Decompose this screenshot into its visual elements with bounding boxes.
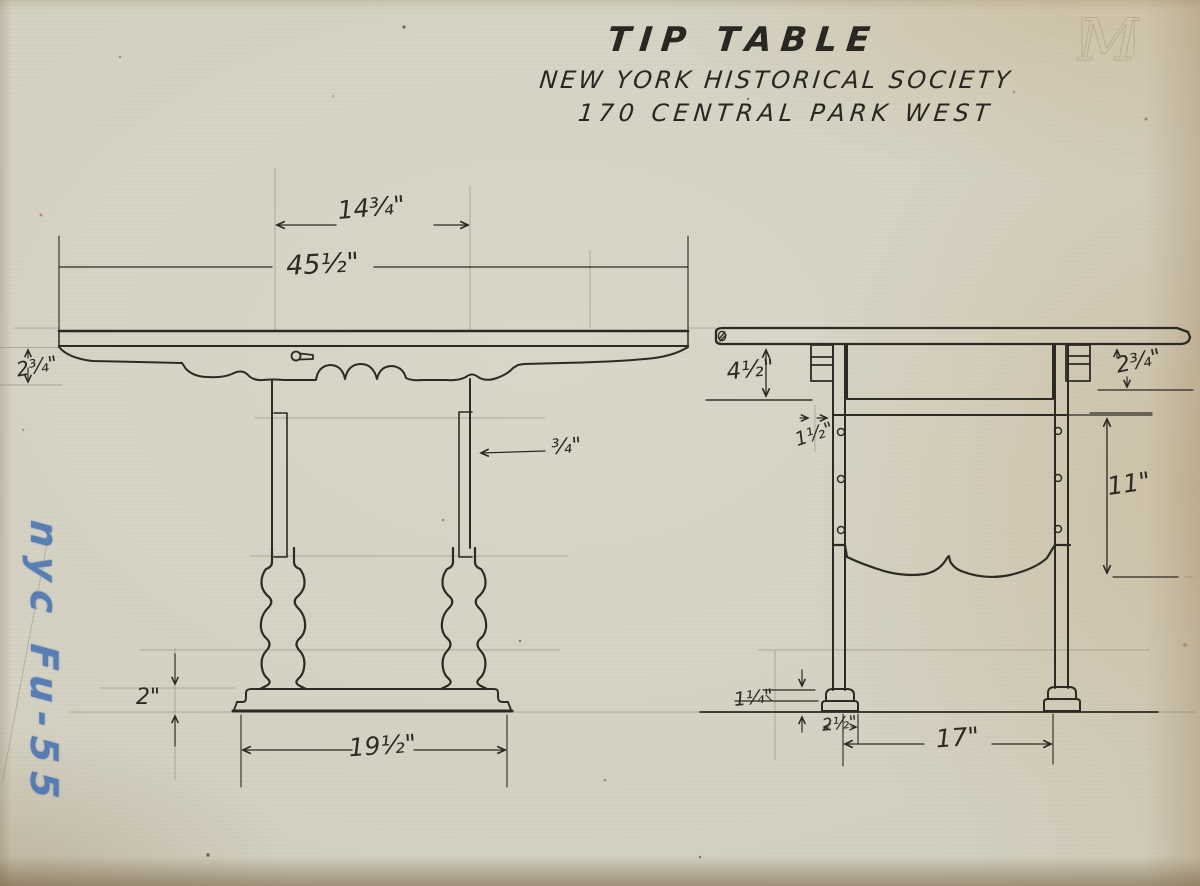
dimension-label-panel-height: 11": [1105, 466, 1152, 501]
dimension-label-leg-offset: 1½": [792, 418, 836, 451]
dimension-label-top-thickness-side: 2¾": [1114, 345, 1164, 379]
front-view: [57, 329, 690, 713]
turned-column-left: [258, 546, 308, 691]
slab-end-grain-mark: [717, 330, 727, 342]
pedestal-base-cap: [236, 688, 509, 703]
paper-specks: [21, 25, 1187, 859]
pencil-construction-lines: [0, 168, 1196, 785]
dimension-label-feet-spacing: 17": [935, 722, 980, 754]
foot-left: [821, 688, 859, 712]
dimension-label-apron-height-side: 4½": [725, 355, 775, 386]
dimension-label-base-width: 19½": [348, 729, 417, 763]
pivot-batten-right: [1065, 344, 1091, 382]
panel-pegs: [836, 426, 1063, 535]
dimension-label-top-thickness-front: 2¾": [14, 351, 59, 382]
dimension-label-foot-width: 2½": [821, 712, 858, 736]
dimension-label-overall-width: 45½": [285, 247, 359, 282]
pivot-batten-left: [810, 344, 834, 382]
dimension-lines: [28, 225, 1194, 788]
turned-column-right: [439, 546, 489, 691]
watermark-letter: M: [1077, 6, 1139, 74]
foot-right: [1043, 686, 1081, 712]
keyhole-escutcheon: [290, 350, 314, 362]
dimension-label-top-width: 14¾": [336, 190, 406, 225]
side-top-slab: [714, 326, 1192, 346]
dimension-label-batten-thickness: ¾": [550, 433, 582, 460]
dimension-label-foot-height: 1¼": [733, 685, 774, 711]
side-valance-scallop: [831, 543, 1072, 579]
dimension-label-base-height: 2": [136, 685, 160, 710]
front-apron-scallop: [58, 346, 689, 382]
side-view: [699, 326, 1192, 713]
paper-watermark: M: [1077, 5, 1140, 74]
